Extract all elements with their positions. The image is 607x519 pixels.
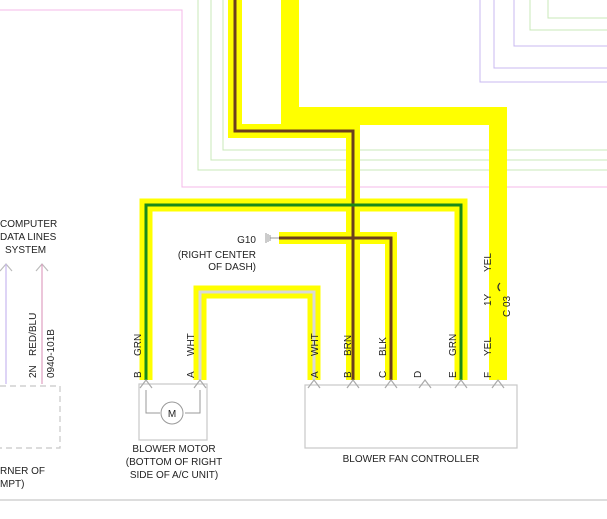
ground-id: G10	[237, 235, 256, 246]
yel-highlight	[281, 0, 507, 380]
controller-pin-f: F	[483, 372, 494, 378]
left-terminals	[0, 263, 49, 384]
controller-box	[304, 384, 518, 449]
blower-motor-line1: BLOWER MOTOR	[132, 444, 215, 455]
lavender-wire	[493, 0, 607, 69]
pink-wire	[0, 9, 607, 188]
controller-pin-a: A	[310, 371, 321, 378]
lightgreen-wire	[210, 0, 607, 161]
wht-highlight	[193, 285, 321, 380]
connector-bracket	[497, 282, 501, 292]
computer-label-line3: SYSTEM	[5, 245, 46, 256]
controller-wire-f: YEL	[483, 337, 494, 356]
blk-highlight	[279, 232, 397, 380]
controller-wire-c: BLK	[378, 337, 389, 356]
background-wires	[0, 0, 607, 501]
ground-symbol	[265, 233, 279, 243]
ground-desc-line1: (RIGHT CENTER	[178, 250, 256, 261]
lavender-wire	[479, 0, 607, 83]
controller-pin-b: B	[343, 371, 354, 378]
blower-motor-line3: SIDE OF A/C UNIT)	[130, 470, 218, 481]
left-wire-label: RED/BLU	[28, 313, 39, 356]
computer-label-line2: DATA LINES	[0, 232, 57, 243]
controller-wire-b: BRN	[343, 335, 354, 356]
left-component-line2: MPT)	[0, 479, 24, 490]
left-pin-label: 2N	[28, 365, 39, 378]
motor-symbol-letter: M	[168, 409, 176, 420]
controller-pin-e: E	[448, 371, 459, 378]
blower-motor-box	[138, 383, 208, 441]
blower-motor: M	[138, 383, 208, 441]
brn-wire	[233, 0, 355, 380]
controller-pin-c: C	[378, 371, 389, 378]
controller-name: BLOWER FAN CONTROLLER	[343, 454, 480, 465]
computer-label-line1: COMPUTER	[0, 219, 57, 230]
lavender-wire	[513, 0, 607, 47]
motor-wire-b: GRN	[133, 334, 144, 356]
motor-pin-a: A	[186, 371, 197, 378]
left-component-line1: RNER OF	[0, 466, 45, 477]
motor-symbol-icon	[160, 401, 184, 425]
blower-motor-terminals	[139, 379, 207, 389]
left-circuit-label: 0940-101B	[46, 329, 57, 378]
controller-terminals	[307, 379, 505, 389]
lightgreen-wire	[222, 0, 607, 151]
lightgreen-wire	[197, 0, 607, 171]
connector-id: C 03	[502, 295, 513, 317]
ground-desc-line2: OF DASH)	[208, 262, 256, 273]
controller-wire-e: GRN	[448, 334, 459, 356]
lightgreen-wire	[529, 0, 607, 31]
controller-wire-a: WHT	[310, 333, 321, 356]
wht-wire	[198, 290, 316, 380]
blower-motor-line2: (BOTTOM OF RIGHT	[126, 457, 222, 468]
grn-wire	[144, 203, 463, 380]
left-component-box	[0, 385, 61, 449]
motor-lead-right	[185, 390, 201, 414]
blk-wire	[279, 236, 393, 380]
connector-pin-label: 1Y	[483, 293, 494, 306]
controller-pin-d: D	[413, 371, 424, 378]
motor-pin-b: B	[133, 371, 144, 378]
motor-lead-left	[145, 390, 160, 414]
lightgreen-wire	[547, 0, 607, 19]
motor-wire-a: WHT	[186, 333, 197, 356]
wires	[144, 0, 463, 380]
connector-wire-label: YEL	[483, 253, 494, 272]
